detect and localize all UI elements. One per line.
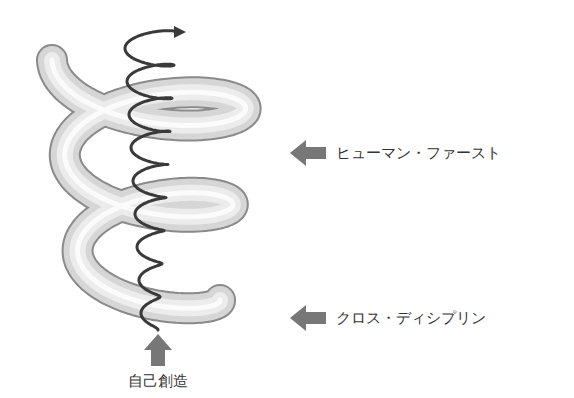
- label-text: クロス・ディシプリン: [336, 309, 486, 327]
- pointer-arrow: [144, 334, 172, 366]
- coil-arrowhead: [174, 26, 186, 38]
- inner-coil: [125, 26, 186, 330]
- pointer-arrow: [290, 140, 326, 166]
- pointer-arrow: [290, 305, 326, 331]
- label-text: 自己創造: [128, 372, 188, 390]
- spiral-stroke: [125, 31, 176, 330]
- label-text: ヒューマン・ファースト: [336, 144, 501, 162]
